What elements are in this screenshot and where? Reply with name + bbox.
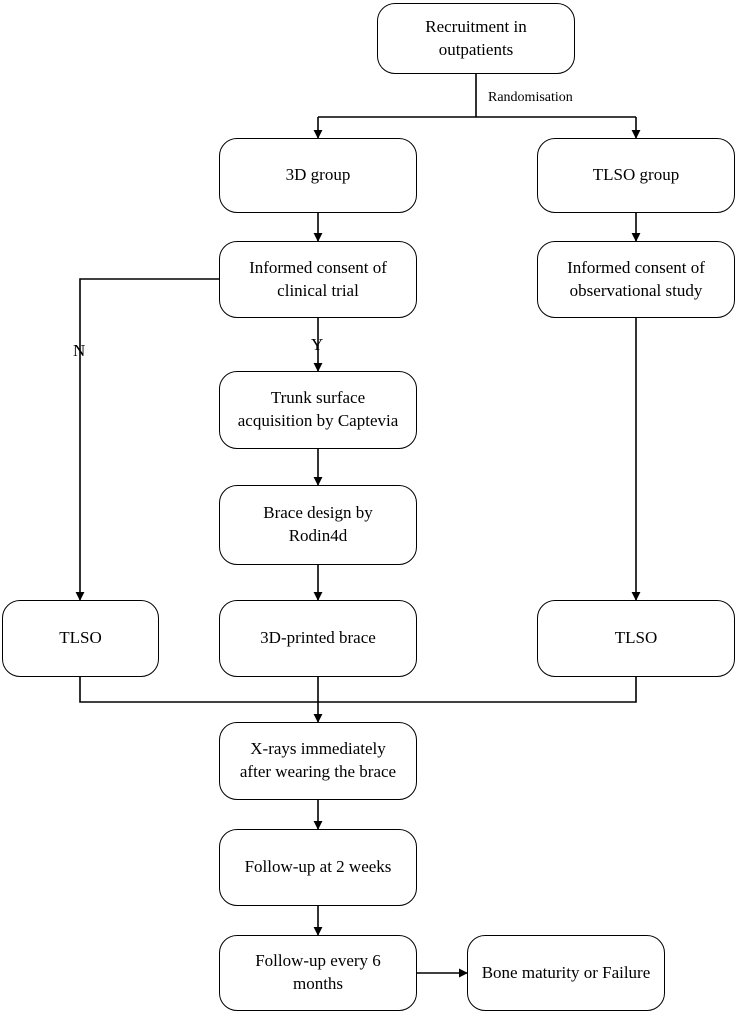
connector-recruitment-split: [318, 74, 636, 118]
connector-merge: [79, 677, 637, 703]
label-no: N: [73, 341, 86, 360]
node-trunk-surface: Trunk surface acquisition by Captevia: [219, 371, 417, 449]
node-xrays: X-rays immediately after wearing the bra…: [219, 722, 417, 800]
label-yes: Y: [311, 335, 324, 354]
node-recruitment: Recruitment in outpatients: [377, 3, 575, 74]
node-outcome: Bone maturity or Failure: [467, 935, 665, 1011]
arrow-no-branch: [75, 278, 219, 601]
node-brace-design: Brace design by Rodin4d: [219, 485, 417, 565]
node-followup-2-weeks: Follow-up at 2 weeks: [219, 829, 417, 906]
label-randomisation: Randomisation: [488, 90, 573, 105]
node-consent-clinical: Informed consent of clinical trial: [219, 241, 417, 318]
node-printed-brace: 3D-printed brace: [219, 600, 417, 677]
node-3d-group: 3D group: [219, 138, 417, 213]
node-tlso-left: TLSO: [2, 600, 159, 677]
node-consent-observational: Informed consent of observational study: [537, 241, 735, 318]
node-tlso-right: TLSO: [537, 600, 735, 677]
node-followup-6-months: Follow-up every 6 months: [219, 935, 417, 1011]
node-tlso-group: TLSO group: [537, 138, 735, 213]
